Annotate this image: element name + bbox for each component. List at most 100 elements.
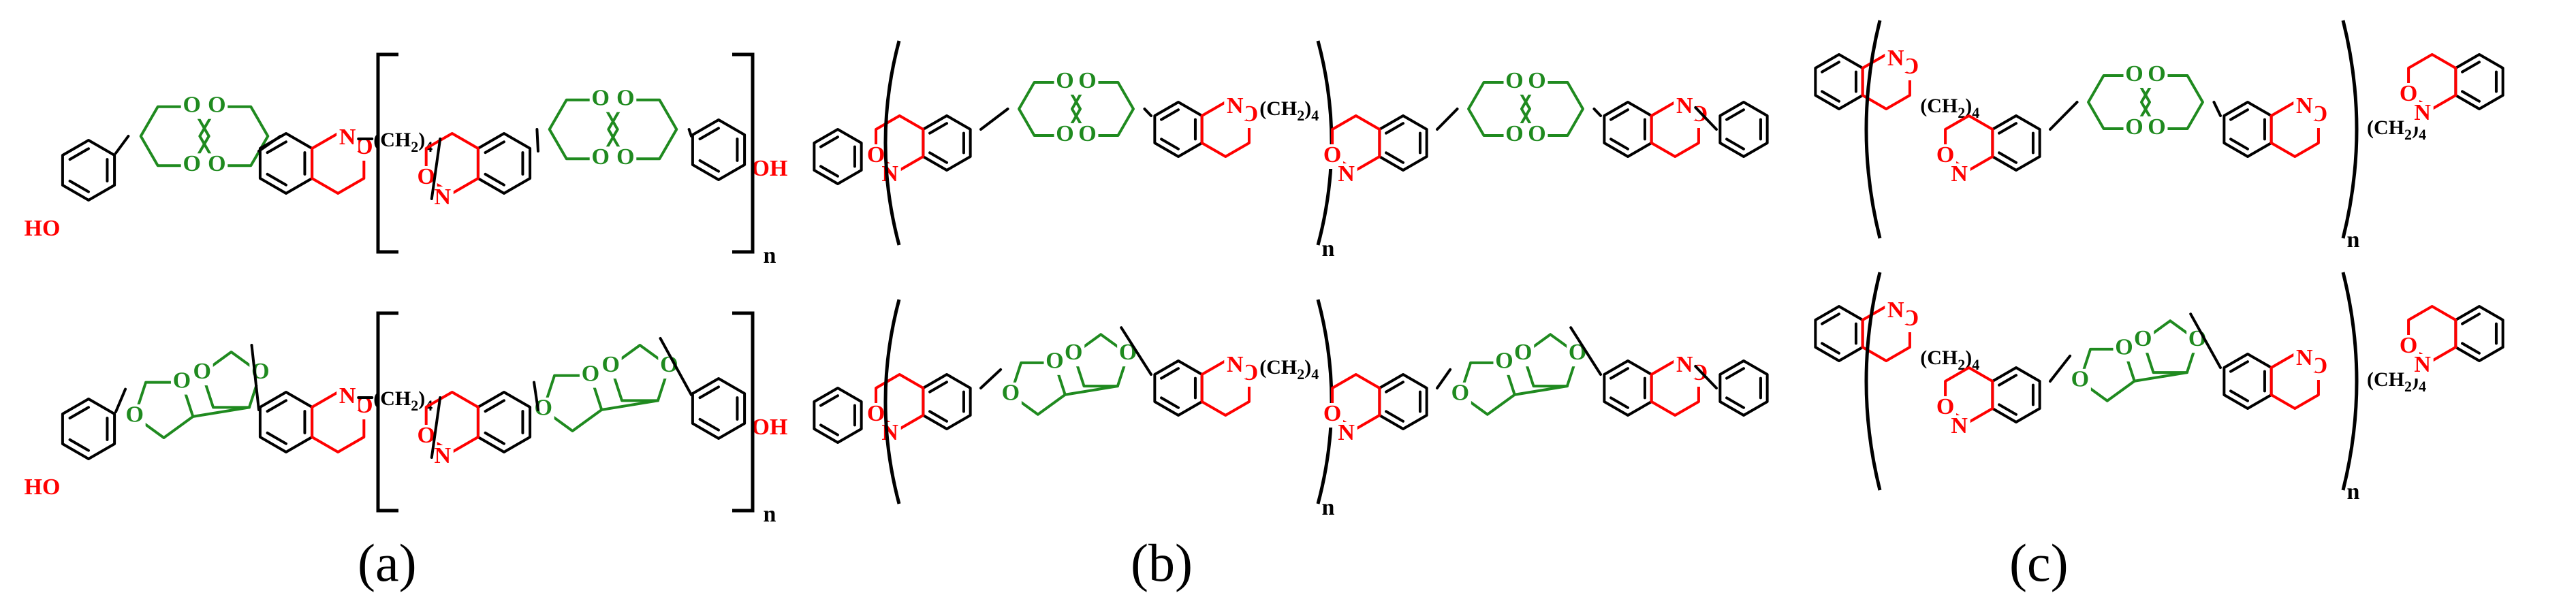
benzoxazine-2-b2-ring-N: N (1227, 352, 1244, 377)
dioxane-a1-O-mask (206, 94, 228, 119)
panel-label-b: (b) (1131, 533, 1193, 592)
butylene-linker-a2: (CH2)4 (373, 387, 433, 414)
dioxane-a1-O: O (208, 151, 225, 176)
phenyl-ring-2-b1 (1718, 101, 1769, 158)
benzoxazine-2-b1-ring-N: N (1227, 93, 1244, 118)
dioxane-2-a1-O-mask (589, 146, 612, 172)
benzoxazine-3-b2-ring-N: N (1338, 420, 1355, 445)
aromatic-double-bond (1725, 396, 1745, 409)
repeat-paren-close-c2 (2341, 272, 2359, 491)
dioxolane-b2-O: O (1046, 349, 1063, 374)
dioxane-c1-O-mask (2146, 63, 2168, 89)
aromatic-double-bond (698, 127, 720, 141)
aromatic-double-bond (928, 122, 948, 135)
aromatic-double-bond (1385, 122, 1404, 135)
dioxolane-2-b2-O-mask (1449, 382, 1471, 407)
dioxolane-a2-O: O (173, 368, 191, 393)
dioxolane-b2-link (1063, 385, 1119, 396)
aromatic-double-bond (1160, 138, 1180, 150)
aromatic-double-bond (266, 399, 287, 413)
aromatic-double-bond (2229, 389, 2249, 402)
aromatic-double-bond (1385, 410, 1404, 423)
dioxolane-2-a2-O-mask (599, 354, 622, 379)
dioxolane-a2-O-mask (170, 370, 193, 395)
aromatic-double-bond (1609, 367, 1629, 380)
aromatic-double-bond (698, 385, 720, 400)
aromatic-double-bond (1160, 367, 1180, 380)
aromatic-double-bond (2461, 61, 2481, 74)
dioxolane-c2-O-mask (2132, 328, 2154, 353)
dioxane-a1-O-mask (206, 153, 228, 178)
benzoxazine-1-a2-ring-N-mask (336, 385, 359, 410)
aromatic-double-bond (1609, 108, 1629, 121)
aromatic-double-bond (1821, 312, 1840, 325)
dioxane-c1-O: O (2125, 114, 2143, 140)
repeat-index-b1: n (1322, 236, 1335, 261)
benzoxazine-1-b2-ring-N-mask (879, 422, 901, 447)
bond (533, 381, 539, 411)
bond (535, 128, 539, 152)
bond (1694, 365, 1718, 389)
hydroxyl-a2: HO (25, 475, 61, 500)
benzoxazine-3-b1-ring-O: O (1323, 142, 1341, 167)
aromatic-double-bond (1609, 396, 1629, 409)
dioxolane-2-b2-O: O (1451, 381, 1469, 406)
dioxane-2-b1-O-mask (1503, 123, 1526, 148)
repeat-paren-close-c1 (2341, 20, 2359, 239)
dioxane-2-a1-O-mask (614, 146, 637, 172)
dioxane-b1-O-mask (1076, 70, 1099, 95)
phenyl-ring-b1 (813, 128, 863, 185)
benzoxazine-2-a2-ring-N-mask (431, 445, 454, 470)
benzoxazine-3-b1-ring-N-mask (1335, 163, 1357, 188)
dioxane-2-b1-O-mask (1526, 70, 1548, 95)
repeat-index-a2: n (764, 502, 776, 527)
repeat-paren-open-c2 (1864, 272, 1882, 491)
aromatic-double-bond (2461, 342, 2481, 355)
benzoxazine-2-a2-ring-O: O (417, 423, 435, 448)
benzoxazine-3-b1-ring-N: N (1338, 161, 1355, 187)
dioxane-c1-O: O (2148, 61, 2165, 86)
aromatic-double-bond (1385, 151, 1404, 164)
aromatic-double-bond (1160, 396, 1180, 409)
benzoxazine-1-a1-ring-N-mask (336, 127, 359, 151)
aromatic-double-bond (819, 423, 839, 436)
bond (1569, 326, 1602, 376)
dioxolane-b2-O-mask (1063, 342, 1085, 367)
repeat-paren-open-b2 (883, 299, 901, 504)
aromatic-double-bond (266, 431, 287, 445)
dioxolane-2-a2-link (600, 399, 659, 411)
dioxane-2-b1-O: O (1528, 121, 1545, 146)
benzoxazine-3-b2-ring-N-mask (1335, 422, 1357, 447)
dioxane-a1-O: O (208, 92, 225, 117)
dioxolane-c2-O-mask (2113, 336, 2135, 362)
aromatic-double-bond (819, 165, 839, 178)
dioxolane-c2-O: O (2115, 335, 2133, 360)
dioxane-c1-O-mask (2146, 116, 2168, 141)
benzoxazine-1-c1-ring-O: O (1936, 142, 1954, 167)
benzoxazine-1-b1-ring-O: O (867, 142, 885, 167)
end-benzoxazine-c1-ring-N: N (1887, 46, 1904, 71)
aromatic-double-bond (484, 140, 505, 155)
aromatic-double-bond (266, 172, 287, 187)
aromatic-double-bond (484, 172, 505, 187)
benzoxazine-3-b2-ring-O: O (1323, 401, 1341, 426)
aromatic-double-bond (698, 417, 720, 432)
end-benzoxazine-c2-ring-N: N (1887, 298, 1904, 323)
aromatic-double-bond (1998, 403, 2017, 416)
aromatic-double-bond (484, 399, 505, 413)
hydroxyl-2-a2: OH (752, 415, 788, 440)
end-benzoxazine-2-c2-ring-N-mask (2411, 354, 2434, 379)
phenyl-ring-2-b2 (1718, 359, 1769, 417)
dioxolane-b2-O: O (1065, 340, 1082, 365)
aromatic-double-bond (928, 151, 948, 164)
aromatic-double-bond (484, 431, 505, 445)
dioxane-a1-ring-2 (198, 105, 270, 167)
dioxane-b1-O: O (1078, 121, 1096, 146)
repeat-paren-open-c1 (1864, 20, 1882, 239)
repeat-bracket-open-a2 (376, 311, 398, 513)
bond (430, 396, 442, 459)
bond (659, 337, 693, 396)
dioxane-2-a1-ring-2 (607, 98, 678, 161)
dioxane-a1-O: O (183, 151, 200, 176)
